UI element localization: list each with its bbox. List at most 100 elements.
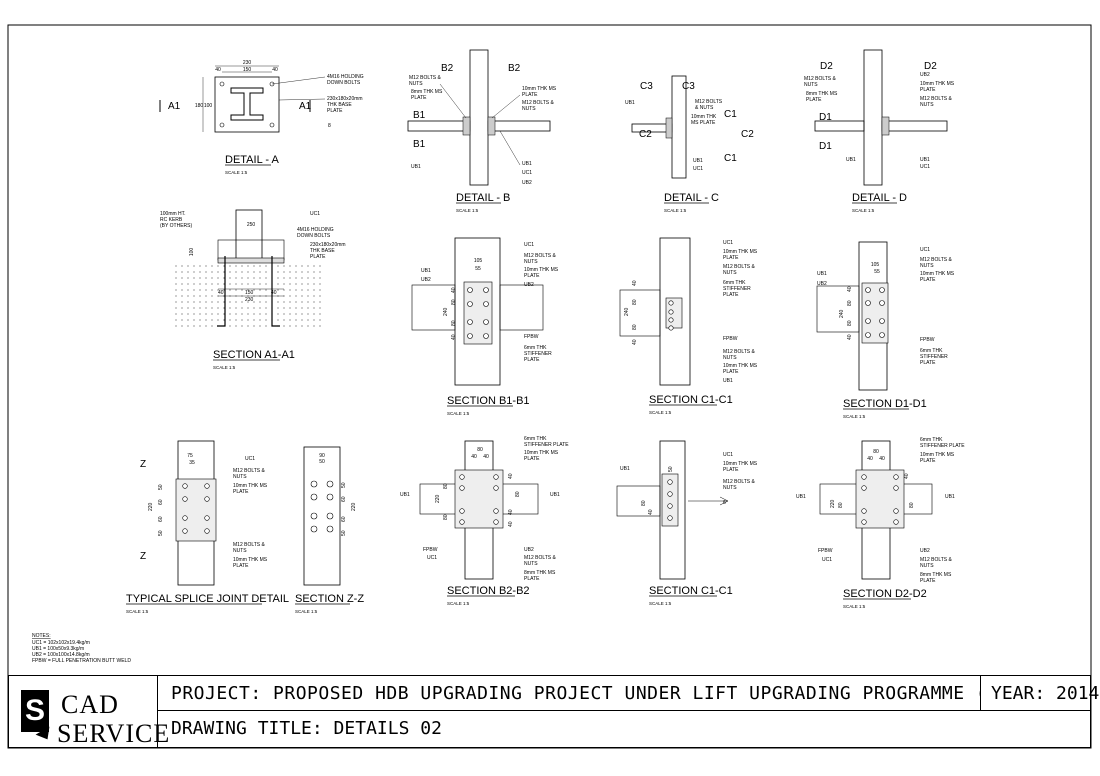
section-d1: 105 55 40 80 240 80 40 UB1 UB2 UC1 M12 B… xyxy=(816,241,955,419)
callout: M12 BOLTS & xyxy=(804,76,837,82)
bolt-group xyxy=(310,480,334,533)
dim-label: 230 xyxy=(243,60,252,66)
beam-right xyxy=(881,120,948,132)
dim-label: 55 xyxy=(475,266,481,272)
column xyxy=(235,209,263,261)
dim-label: 40 xyxy=(847,286,853,292)
callout: NUTS xyxy=(524,259,538,265)
beam-left xyxy=(814,120,865,132)
callout: 10mm THK MS xyxy=(723,363,758,369)
drawing-title: DETAIL - D xyxy=(852,192,907,204)
drawing-title: DETAIL - A xyxy=(225,154,279,166)
splice-plate xyxy=(175,478,217,542)
callout: NUTS xyxy=(723,270,737,276)
notes-heading: NOTES: xyxy=(32,633,51,639)
section-tag: C1 xyxy=(724,153,737,164)
section-tag: B1 xyxy=(413,110,426,121)
ground xyxy=(175,263,325,328)
callout: M12 BOLTS & xyxy=(723,349,756,355)
callout: UB2 xyxy=(920,548,930,554)
column xyxy=(863,49,883,186)
callout: UC1 xyxy=(522,170,532,176)
callout: NUTS xyxy=(920,102,934,108)
beam xyxy=(619,289,661,337)
callout: UB1 xyxy=(522,161,532,167)
callout: 10mm THK MS xyxy=(524,267,559,273)
callout: UB1 xyxy=(421,268,431,274)
dim-label: 35 xyxy=(189,460,195,466)
section-d2: 80 40 40 80 220 80 40 6mm THK STIFFENER … xyxy=(796,437,965,609)
drawing-title: SECTION B2-B2 xyxy=(447,585,530,597)
dim-label: 40 xyxy=(272,67,278,73)
callout: UB1 xyxy=(411,164,421,170)
callout: UC1 xyxy=(920,164,930,170)
detail-c: C3 C3 C2 C2 C1 C1 M12 BOLTS & NUTS 10mm … xyxy=(625,75,754,213)
callout: UB1 xyxy=(625,100,635,106)
callout: UC1 xyxy=(723,240,733,246)
callout: FPBW xyxy=(423,547,438,553)
callout: UC1 xyxy=(524,242,534,248)
callout: UB1 xyxy=(400,492,410,498)
dim-label: 230 xyxy=(245,297,254,303)
drawing-title: TYPICAL SPLICE JOINT DETAIL xyxy=(126,593,289,605)
dim-label: 40 xyxy=(508,509,514,515)
logo-text-service: SERVICE xyxy=(57,719,171,748)
callout: 6mm THK xyxy=(524,345,547,351)
callout: UC1 xyxy=(723,452,733,458)
bolt-group xyxy=(467,287,489,339)
callout: NUTS xyxy=(522,106,536,112)
callout: NUTS xyxy=(723,355,737,361)
callout: 230x180x20mm xyxy=(327,96,363,102)
title-block: S CAD SERVICE PROJECT: PROPOSED HDB UPGR… xyxy=(8,675,1099,748)
dim-label: 40 xyxy=(451,287,457,293)
callout: 10mm THK MS xyxy=(233,483,268,489)
dim-label: 60 xyxy=(158,516,164,522)
dim-label: 220 xyxy=(435,494,441,503)
callout: PLATE xyxy=(233,563,249,569)
base-plate xyxy=(214,76,280,133)
dim-label: 80 xyxy=(515,491,521,497)
dim-label: 50 xyxy=(341,530,347,536)
callout: RC KERB xyxy=(160,217,183,223)
dim-label: 75 xyxy=(187,453,193,459)
drawing-scale: SCALE 1:5 xyxy=(447,411,470,416)
callout: M12 BOLTS & xyxy=(233,468,266,474)
callout: PLATE xyxy=(806,97,822,103)
callout: DOWN BOLTS xyxy=(297,233,331,239)
callout: UB1 xyxy=(620,466,630,472)
callout: 10mm THK MS xyxy=(920,81,955,87)
dim-label: 80 xyxy=(641,500,647,506)
bolt-hole xyxy=(269,81,275,87)
company-logo: S CAD SERVICE xyxy=(9,676,169,748)
column xyxy=(469,49,489,186)
dim-label: 40 xyxy=(847,334,853,340)
callout: PLATE xyxy=(920,87,936,93)
section-tag: B2 xyxy=(508,63,521,74)
end-plate xyxy=(855,469,905,529)
section-arrow xyxy=(688,496,729,506)
dim-label: 90 xyxy=(319,453,325,459)
callout: 4M16 HOLDING xyxy=(297,227,334,233)
dim-label: 220 xyxy=(830,499,836,508)
section-tag: Z xyxy=(140,459,146,470)
beam-right xyxy=(487,120,551,132)
callout: FPBW xyxy=(524,334,539,340)
dim-label: 60 xyxy=(158,499,164,505)
callout: PLATE xyxy=(411,95,427,101)
drawing-scale: SCALE 1:5 xyxy=(843,604,866,609)
dim-label: 150 xyxy=(243,67,252,73)
callout: THK BASE xyxy=(327,102,352,108)
callout: 230x180x20mm xyxy=(310,242,346,248)
base-plate xyxy=(217,257,285,264)
dim-label: 50 xyxy=(668,466,674,472)
callout: PLATE xyxy=(522,92,538,98)
callout: STIFFENER xyxy=(920,354,948,360)
project-title: PROJECT: PROPOSED HDB UPGRADING PROJECT … xyxy=(157,676,981,711)
callout: M12 BOLTS & xyxy=(233,542,266,548)
detail-b: B2 B2 B1 B1 M12 BOLTS & NUTS 8mm THK MS … xyxy=(407,49,557,213)
drawing-scale: SCALE 1:5 xyxy=(649,601,672,606)
drawing-scale: SCALE 1:5 xyxy=(213,365,236,370)
bolt-group xyxy=(182,483,210,534)
drawing-title: SECTION Z-Z xyxy=(295,593,364,605)
